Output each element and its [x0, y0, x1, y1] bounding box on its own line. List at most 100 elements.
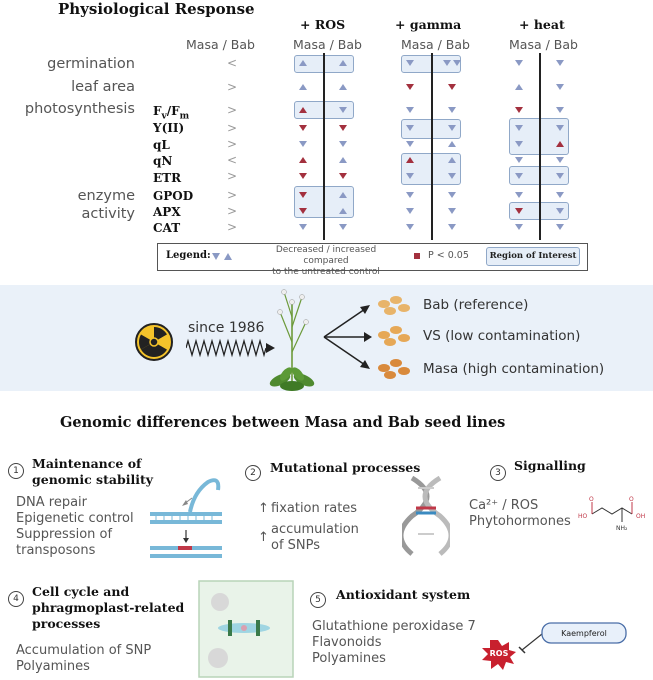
seed-line-bab: Bab (reference) — [423, 297, 529, 313]
up-arrow-icon — [556, 141, 564, 147]
down-arrow-icon — [299, 224, 307, 230]
down-arrow-icon — [556, 84, 564, 90]
param-qn: qN — [153, 154, 173, 168]
up-arrow-icon — [339, 157, 347, 163]
down-arrow-icon — [448, 125, 456, 131]
legend-label: Legend: — [166, 250, 211, 261]
param-etr: ETR — [153, 171, 182, 185]
up-arrow-icon — [406, 157, 414, 163]
param-yii: Y(II) — [153, 121, 185, 135]
down-arrow-icon — [406, 208, 414, 214]
arabidopsis-plant-icon — [269, 289, 315, 391]
response-arrow-grid: <>>>><>>>> — [227, 56, 564, 234]
down-arrow-icon — [299, 141, 307, 147]
down-arrow-icon — [556, 224, 564, 230]
down-arrow-icon — [299, 208, 307, 214]
section-2-item-fixation: fixation rates — [271, 501, 358, 516]
down-arrow-icon — [339, 173, 347, 179]
param-ql: qL — [153, 138, 170, 152]
section-1-number: 1 — [8, 458, 24, 479]
down-arrow-icon — [448, 84, 456, 90]
down-arrow-icon — [515, 173, 523, 179]
branching-arrows — [323, 305, 372, 369]
up-arrow-icon — [299, 157, 307, 163]
up-arrow-icon — [299, 60, 307, 66]
up-arrow-icon — [339, 84, 347, 90]
down-arrow-icon — [406, 107, 414, 113]
down-arrow-icon — [556, 157, 564, 163]
masa-vs-bab-symbol: > — [227, 220, 237, 234]
param-fv-fm: Fv/Fm — [153, 104, 190, 122]
section-5-number: 5 — [310, 587, 326, 608]
down-arrow-icon — [448, 224, 456, 230]
seed-line-vs: VS (low contamination) — [423, 328, 581, 344]
row-label-photosynthesis: photosynthesis — [24, 101, 135, 117]
masa-vs-bab-symbol: > — [227, 188, 237, 202]
down-arrow-icon — [406, 141, 414, 147]
down-arrow-icon — [556, 125, 564, 131]
up-arrow-icon — [339, 208, 347, 214]
dna-helix-icon — [402, 476, 450, 556]
masa-bab-header-heat: Masa / Bab — [509, 37, 578, 52]
svg-text:ROS: ROS — [490, 649, 509, 658]
legend-roi-swatch: Region of Interest — [486, 247, 580, 266]
page-title: Physiological Response — [58, 0, 255, 18]
section-4-number: 4 — [8, 586, 24, 607]
svg-text:O: O — [629, 496, 634, 503]
condition-ros-header: + ROS — [300, 17, 346, 32]
down-arrow-icon — [515, 157, 523, 163]
svg-text:HO: HO — [578, 513, 588, 520]
down-arrow-icon — [406, 125, 414, 131]
param-gpod: GPOD — [153, 189, 194, 203]
down-arrow-icon — [339, 224, 347, 230]
down-arrow-icon — [299, 125, 307, 131]
down-arrow-icon — [406, 173, 414, 179]
masa-vs-bab-symbol: < — [227, 153, 237, 167]
row-label-enzyme: enzyme — [77, 188, 135, 204]
section-2-title: Mutational processes — [270, 460, 421, 475]
down-arrow-icon — [515, 208, 523, 214]
svg-text:Kaempferol: Kaempferol — [561, 629, 607, 638]
ros-kaempferol-icon: ROS Kaempferol — [482, 622, 627, 670]
masa-bab-header-gamma: Masa / Bab — [401, 37, 470, 52]
masa-vs-bab-symbol: > — [227, 80, 237, 94]
down-arrow-icon — [515, 192, 523, 198]
down-arrow-icon — [556, 173, 564, 179]
down-arrow-icon — [406, 224, 414, 230]
down-arrow-icon — [406, 192, 414, 198]
legend-arrows-icon — [212, 253, 232, 260]
masa-bab-header-ros: Masa / Bab — [293, 37, 362, 52]
down-arrow-icon — [299, 173, 307, 179]
glutamate-molecule-icon: HO OH O O NH₂ — [578, 496, 645, 532]
phragmoplast-cell-icon — [198, 580, 294, 678]
seed-piles-icon — [378, 296, 410, 379]
section-5-title: Antioxidant system — [336, 587, 471, 602]
radiation-icon — [135, 323, 173, 361]
masa-vs-bab-symbol: < — [227, 56, 237, 70]
down-arrow-icon — [515, 107, 523, 113]
svg-text:OH: OH — [636, 513, 645, 520]
up-arrow-icon — [448, 157, 456, 163]
up-arrow-icon — [299, 84, 307, 90]
legend-arrows-text: Decreased / increased compared to the un… — [272, 245, 380, 277]
condition-heat-header: + heat — [519, 17, 565, 32]
radiation-wave-icon — [186, 338, 275, 358]
down-arrow-icon — [339, 107, 347, 113]
down-arrow-icon — [515, 125, 523, 131]
masa-vs-bab-symbol: > — [227, 137, 237, 151]
up-arrow-icon: ↑ — [258, 530, 269, 545]
down-arrow-icon — [406, 60, 414, 66]
up-arrow-icon — [448, 141, 456, 147]
divider-heat — [539, 53, 541, 240]
down-arrow-icon — [443, 60, 451, 66]
row-label-activity: activity — [81, 206, 135, 222]
down-arrow-icon — [448, 208, 456, 214]
down-arrow-icon — [453, 60, 461, 66]
param-cat: CAT — [153, 221, 181, 235]
down-arrow-icon — [515, 141, 523, 147]
seed-line-masa: Masa (high contamination) — [423, 361, 605, 377]
row-label-germination: germination — [47, 56, 135, 72]
